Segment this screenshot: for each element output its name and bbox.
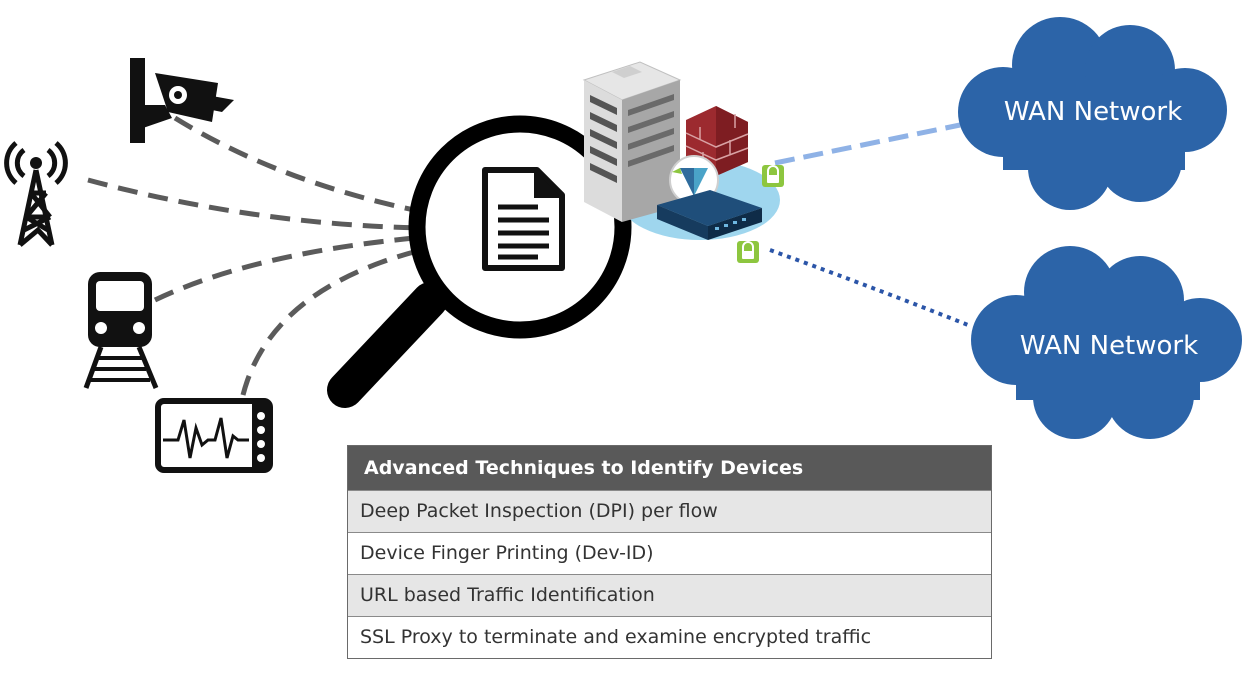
camera-link: [173, 115, 481, 225]
train-icon: [83, 272, 159, 389]
monitor-icon: [155, 398, 273, 473]
router-appliance-icon: [657, 190, 762, 240]
wan-link-bottom: [769, 248, 969, 327]
wan-link-top: [774, 122, 961, 166]
cloud-icon: [958, 17, 1227, 210]
table-row: SSL Proxy to terminate and examine encry…: [348, 616, 991, 658]
lock-icon: [737, 241, 759, 263]
wan-network-label: WAN Network: [1004, 97, 1182, 127]
radio-tower-icon: [4, 141, 68, 247]
techniques-table: Advanced Techniques to Identify Devices …: [347, 445, 992, 659]
table-header: Advanced Techniques to Identify Devices: [348, 446, 991, 490]
table-row: Deep Packet Inspection (DPI) per flow: [348, 490, 991, 532]
wan-network-label: WAN Network: [1020, 331, 1198, 361]
security-camera-icon: [130, 58, 234, 143]
document-icon: [482, 167, 565, 271]
cloud-icon: [971, 246, 1242, 439]
office-building-icon: [582, 61, 682, 222]
table-row: URL based Traffic Identification: [348, 574, 991, 616]
lock-icon: [762, 165, 784, 187]
table-row: Device Finger Printing (Dev-ID): [348, 532, 991, 574]
